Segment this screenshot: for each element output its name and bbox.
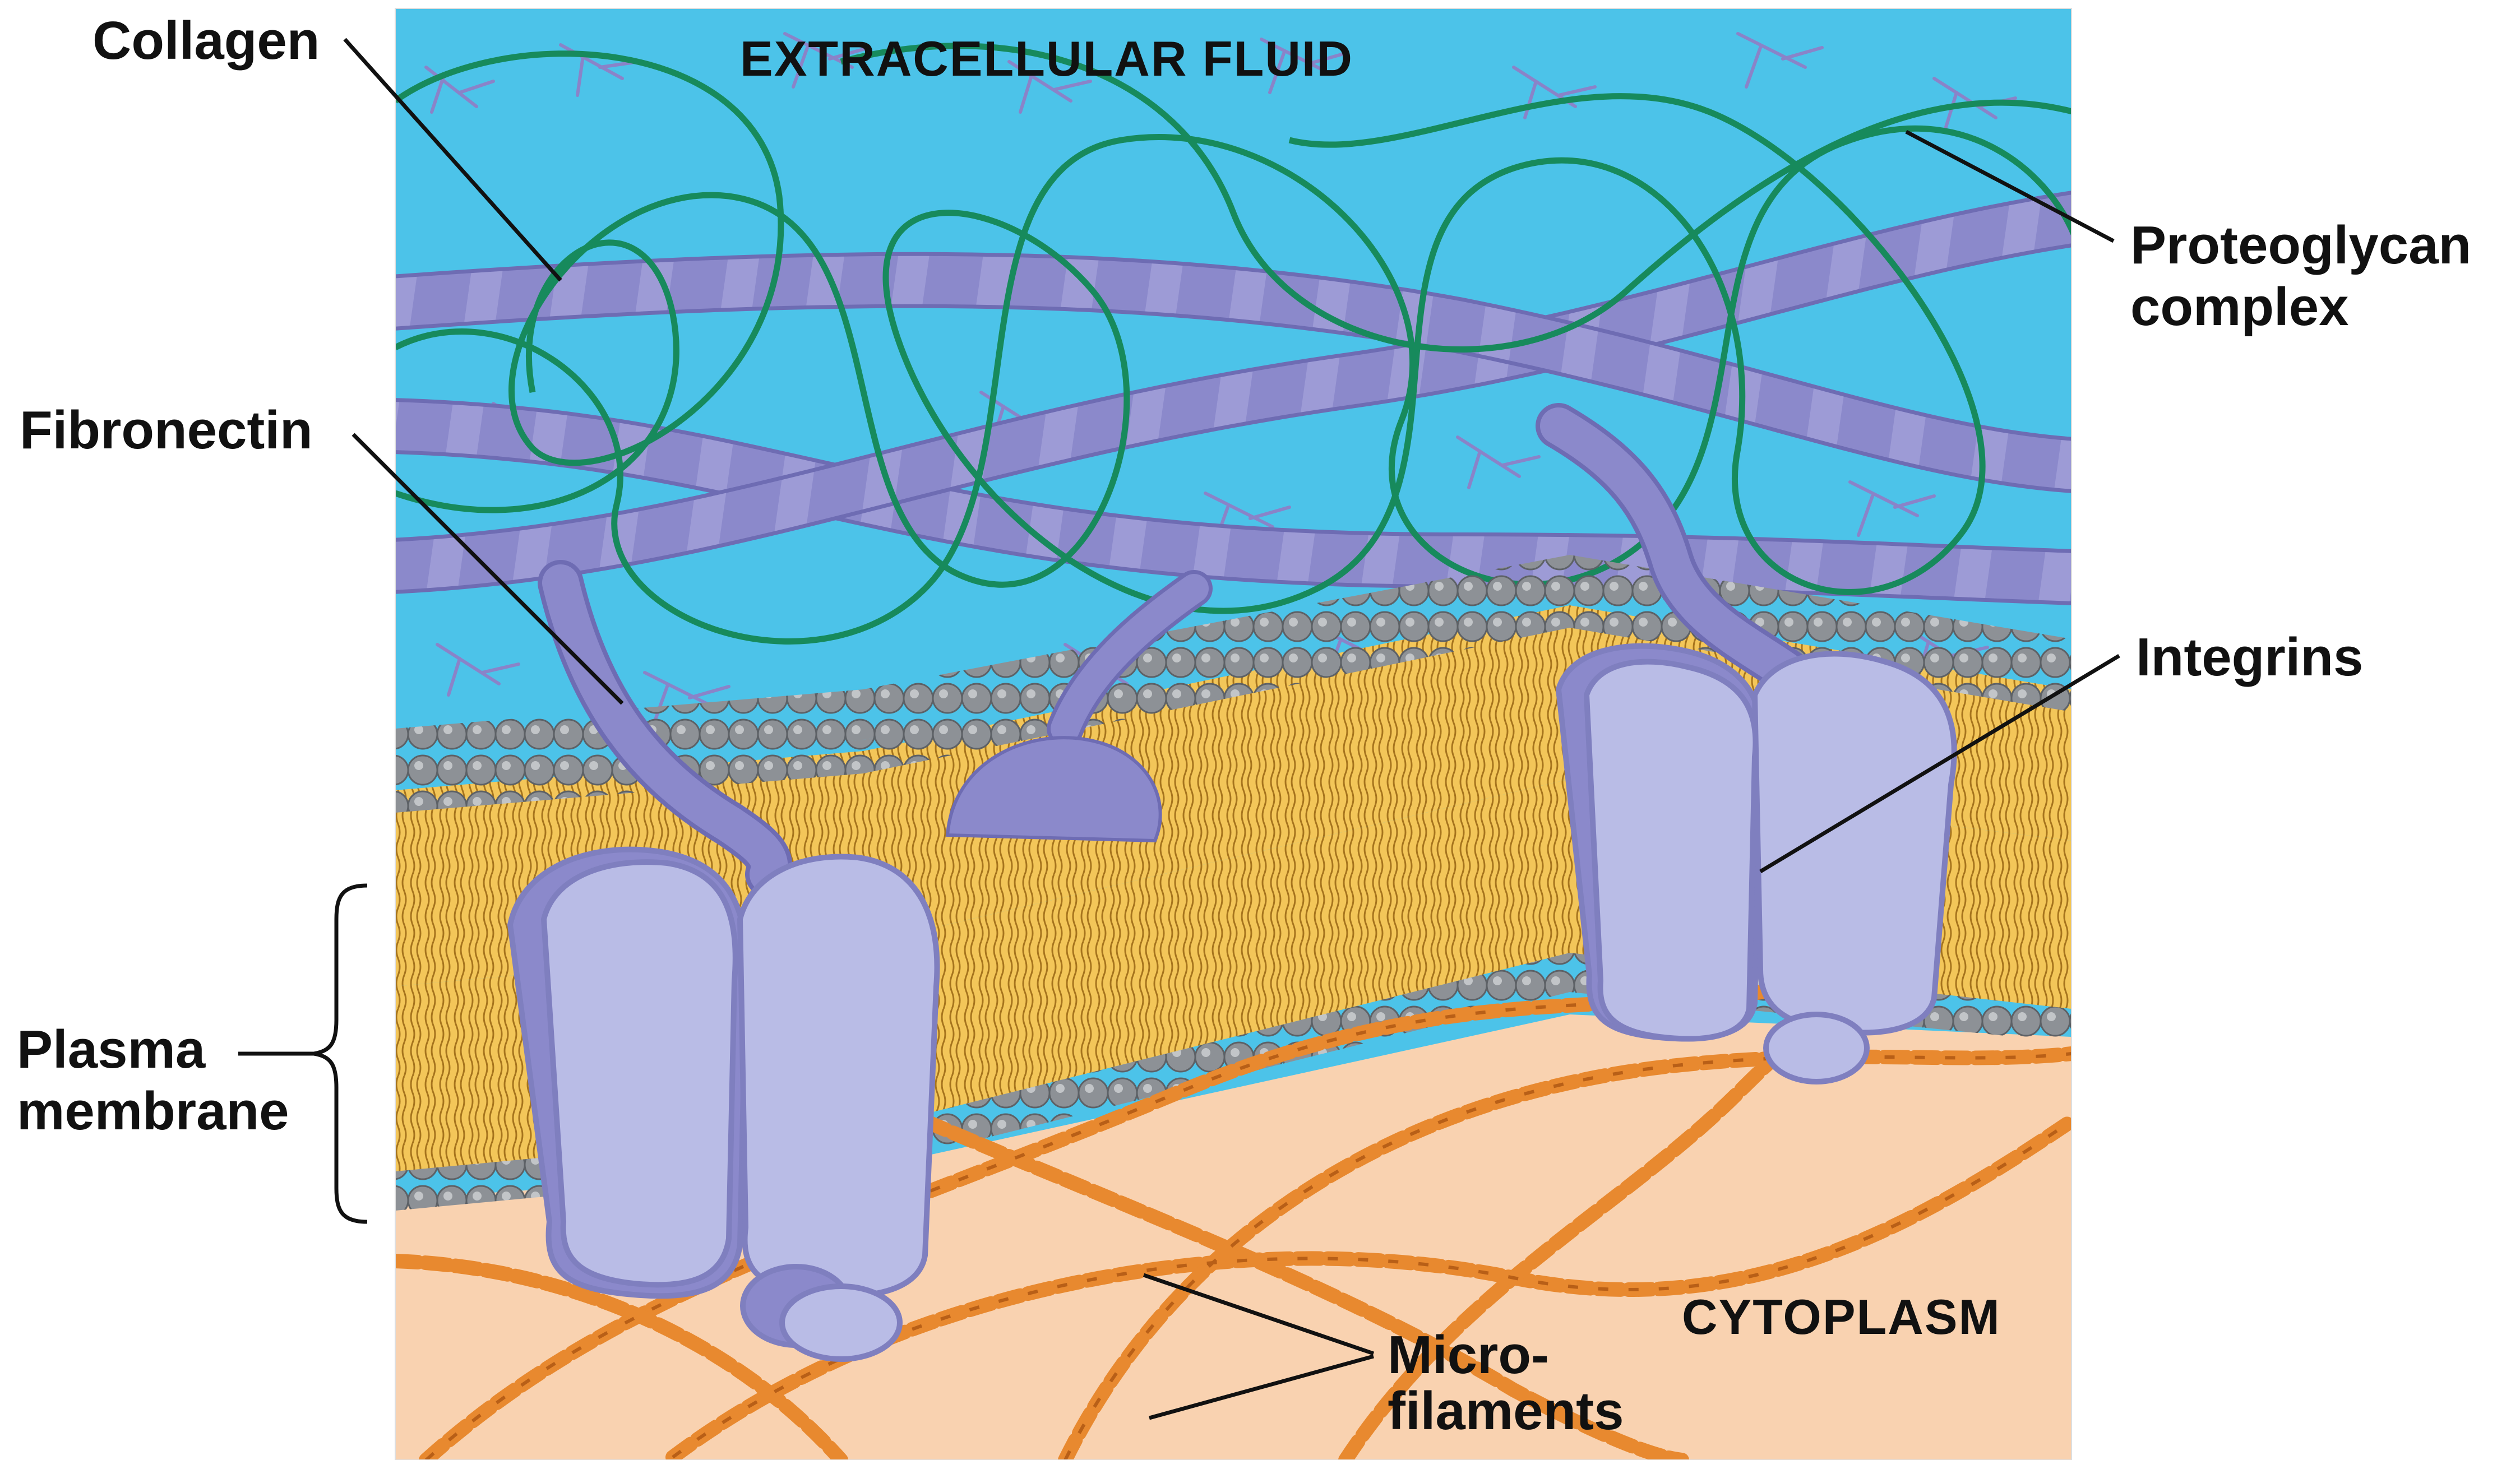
microfilaments-label-line1: Micro- bbox=[1388, 1325, 1549, 1385]
cytoplasm-label: CYTOPLASM bbox=[1682, 1289, 2001, 1345]
plasma-membrane-bracket bbox=[314, 886, 367, 1222]
fibronectin-label: Fibronectin bbox=[20, 400, 313, 460]
proteoglycan-label-line1: Proteoglycan bbox=[2130, 215, 2471, 275]
proteoglycan-label-line2: complex bbox=[2130, 277, 2348, 337]
microfilaments-label-line2: filaments bbox=[1388, 1381, 1624, 1441]
collagen-label: Collagen bbox=[93, 11, 320, 71]
integrins-label: Integrins bbox=[2136, 627, 2363, 687]
plasma-membrane-label-line2: membrane bbox=[17, 1081, 289, 1141]
plasma-membrane-label-line1: Plasma bbox=[17, 1019, 206, 1079]
extracellular-fluid-label: EXTRACELLULAR FLUID bbox=[740, 31, 1353, 86]
